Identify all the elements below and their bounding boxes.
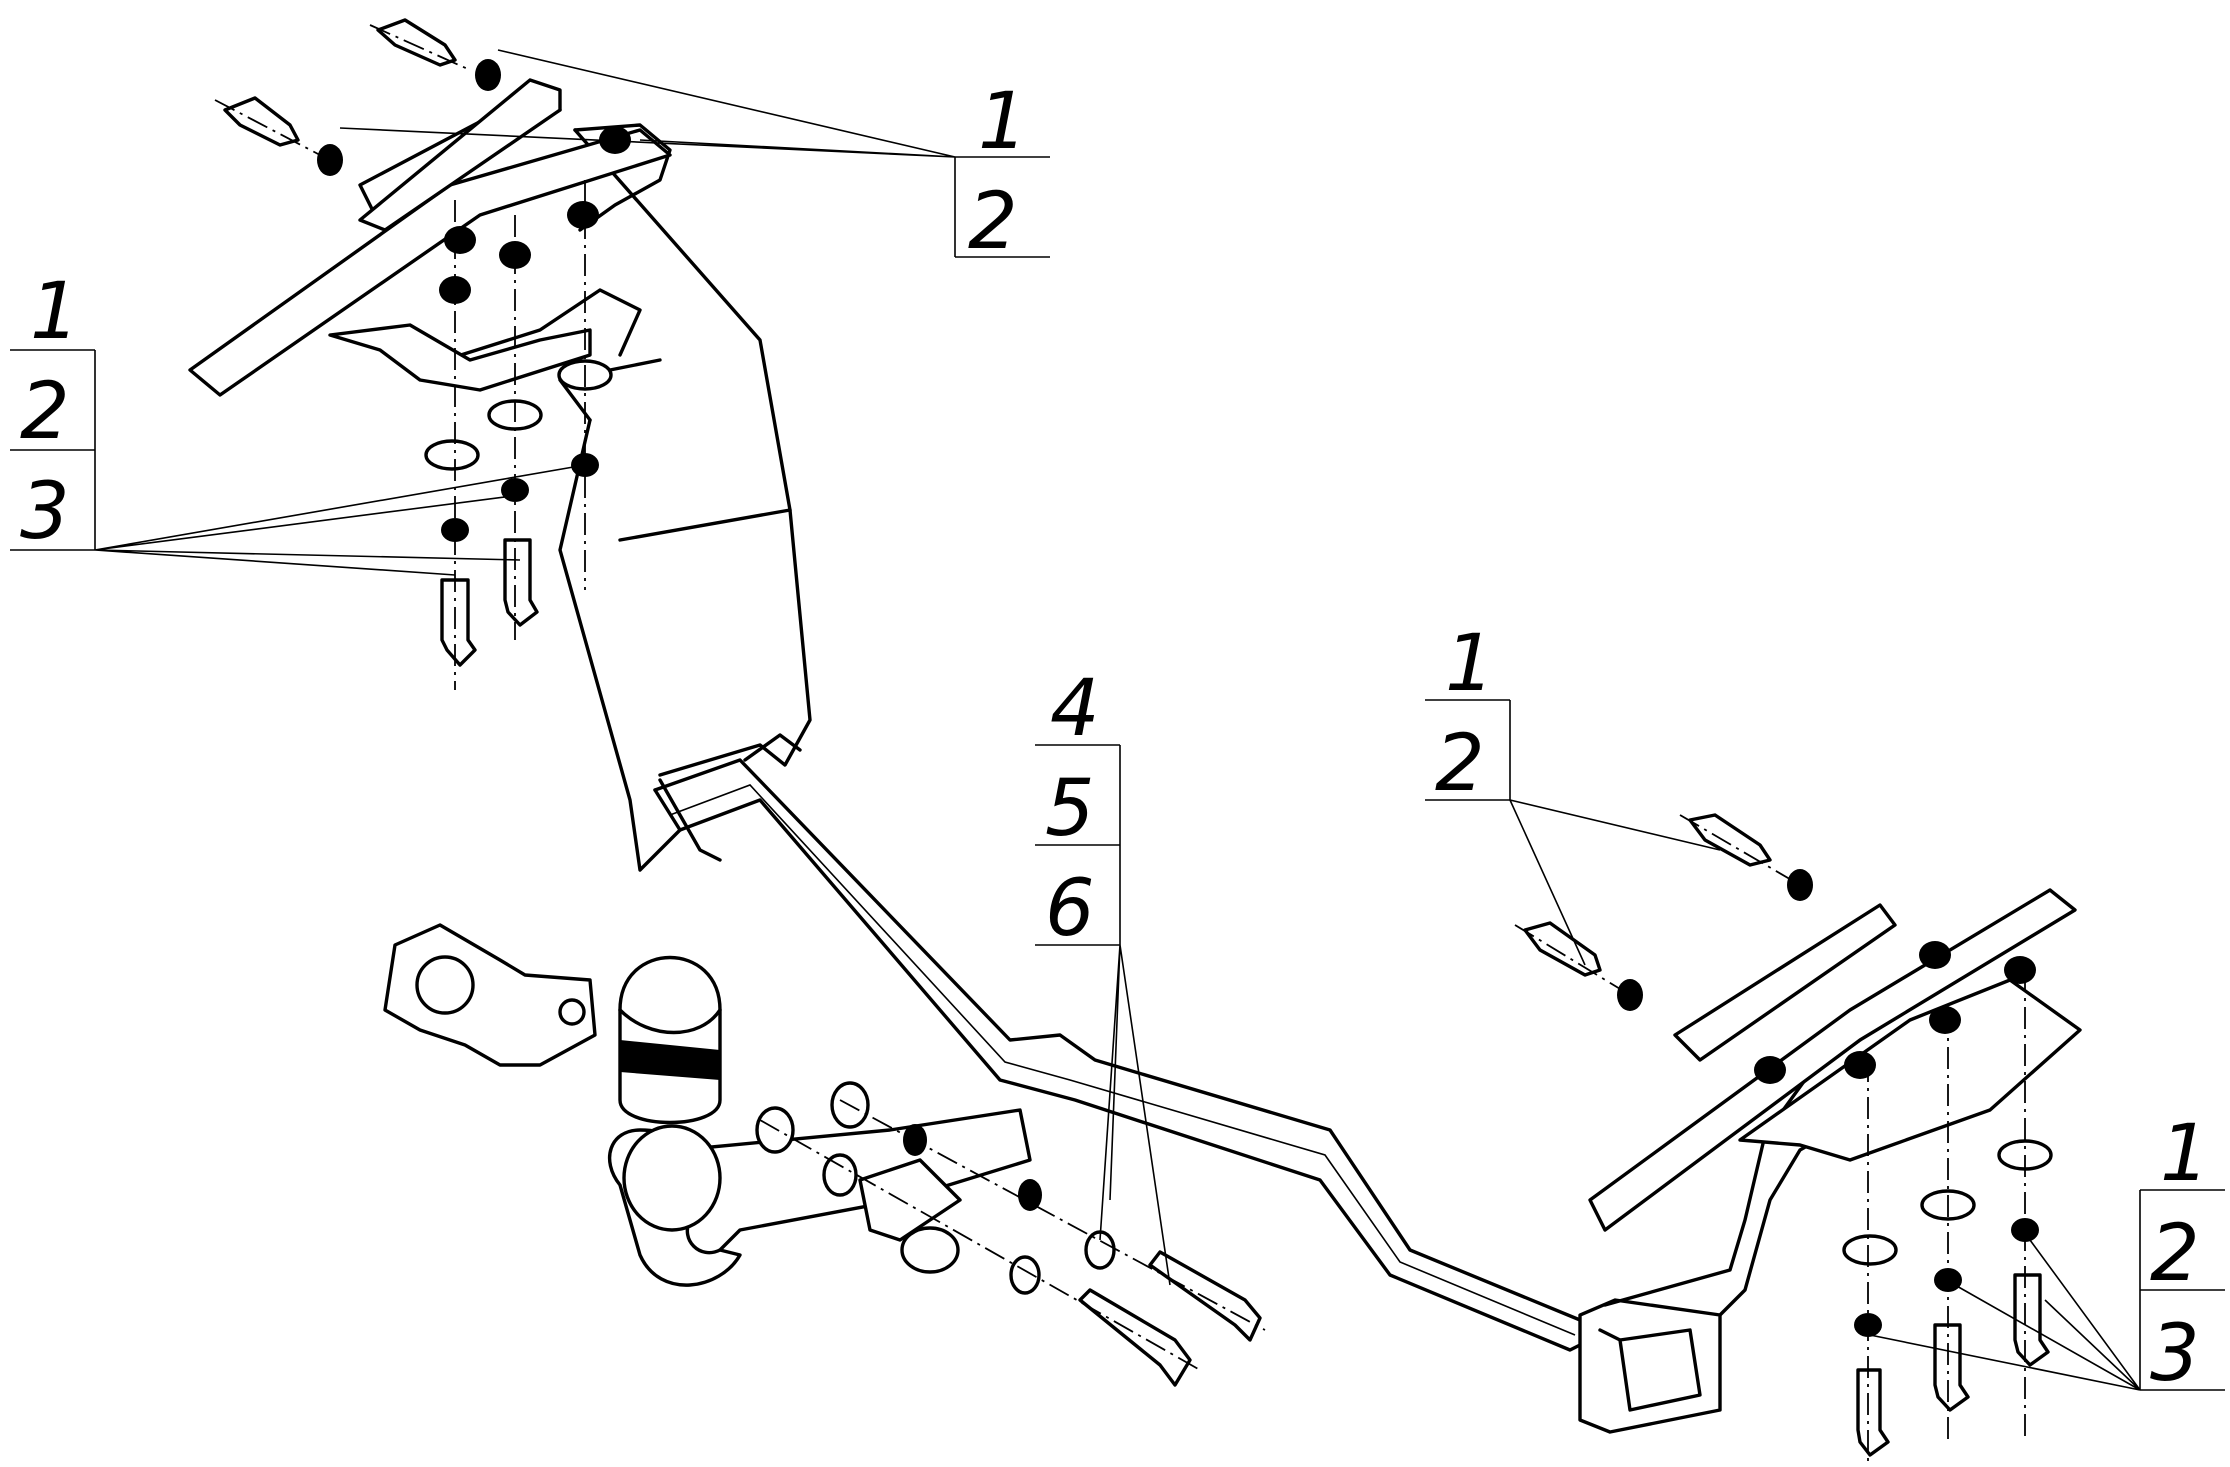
callout-label: 4 xyxy=(1050,664,1100,754)
callout-label: 2 xyxy=(20,367,70,457)
callout-bottom-right: 1 2 3 xyxy=(1869,1109,2225,1399)
callout-label: 3 xyxy=(20,467,70,557)
tow-ball-assembly xyxy=(608,1108,1032,1287)
ball-cover xyxy=(618,955,722,1125)
right-mounting-plates xyxy=(1588,888,2082,1232)
callout-right-mid: 1 2 xyxy=(1425,619,1721,966)
callout-upper-left: 1 2 3 xyxy=(10,267,586,576)
callout-label: 6 xyxy=(1045,864,1095,954)
socket-bracket xyxy=(383,923,597,1067)
fasteners xyxy=(214,18,2053,1465)
callout-label: 1 xyxy=(30,267,80,357)
callout-label: 2 xyxy=(2150,1209,2200,1299)
left-bracket-arm xyxy=(443,123,812,872)
callout-label: 1 xyxy=(1445,619,1495,709)
callout-label: 1 xyxy=(2160,1109,2210,1199)
callout-top-right: 1 2 xyxy=(339,49,1050,267)
callout-label: 3 xyxy=(2150,1309,2200,1399)
callout-label: 2 xyxy=(968,177,1018,267)
callout-label: 2 xyxy=(1435,719,1485,809)
callout-center: 4 5 6 xyxy=(1035,664,1171,1286)
main-cross-beam xyxy=(653,758,1722,1434)
callout-label: 5 xyxy=(1045,764,1095,854)
callout-label: 1 xyxy=(978,77,1028,167)
upper-left-mounting-plates xyxy=(188,78,672,397)
